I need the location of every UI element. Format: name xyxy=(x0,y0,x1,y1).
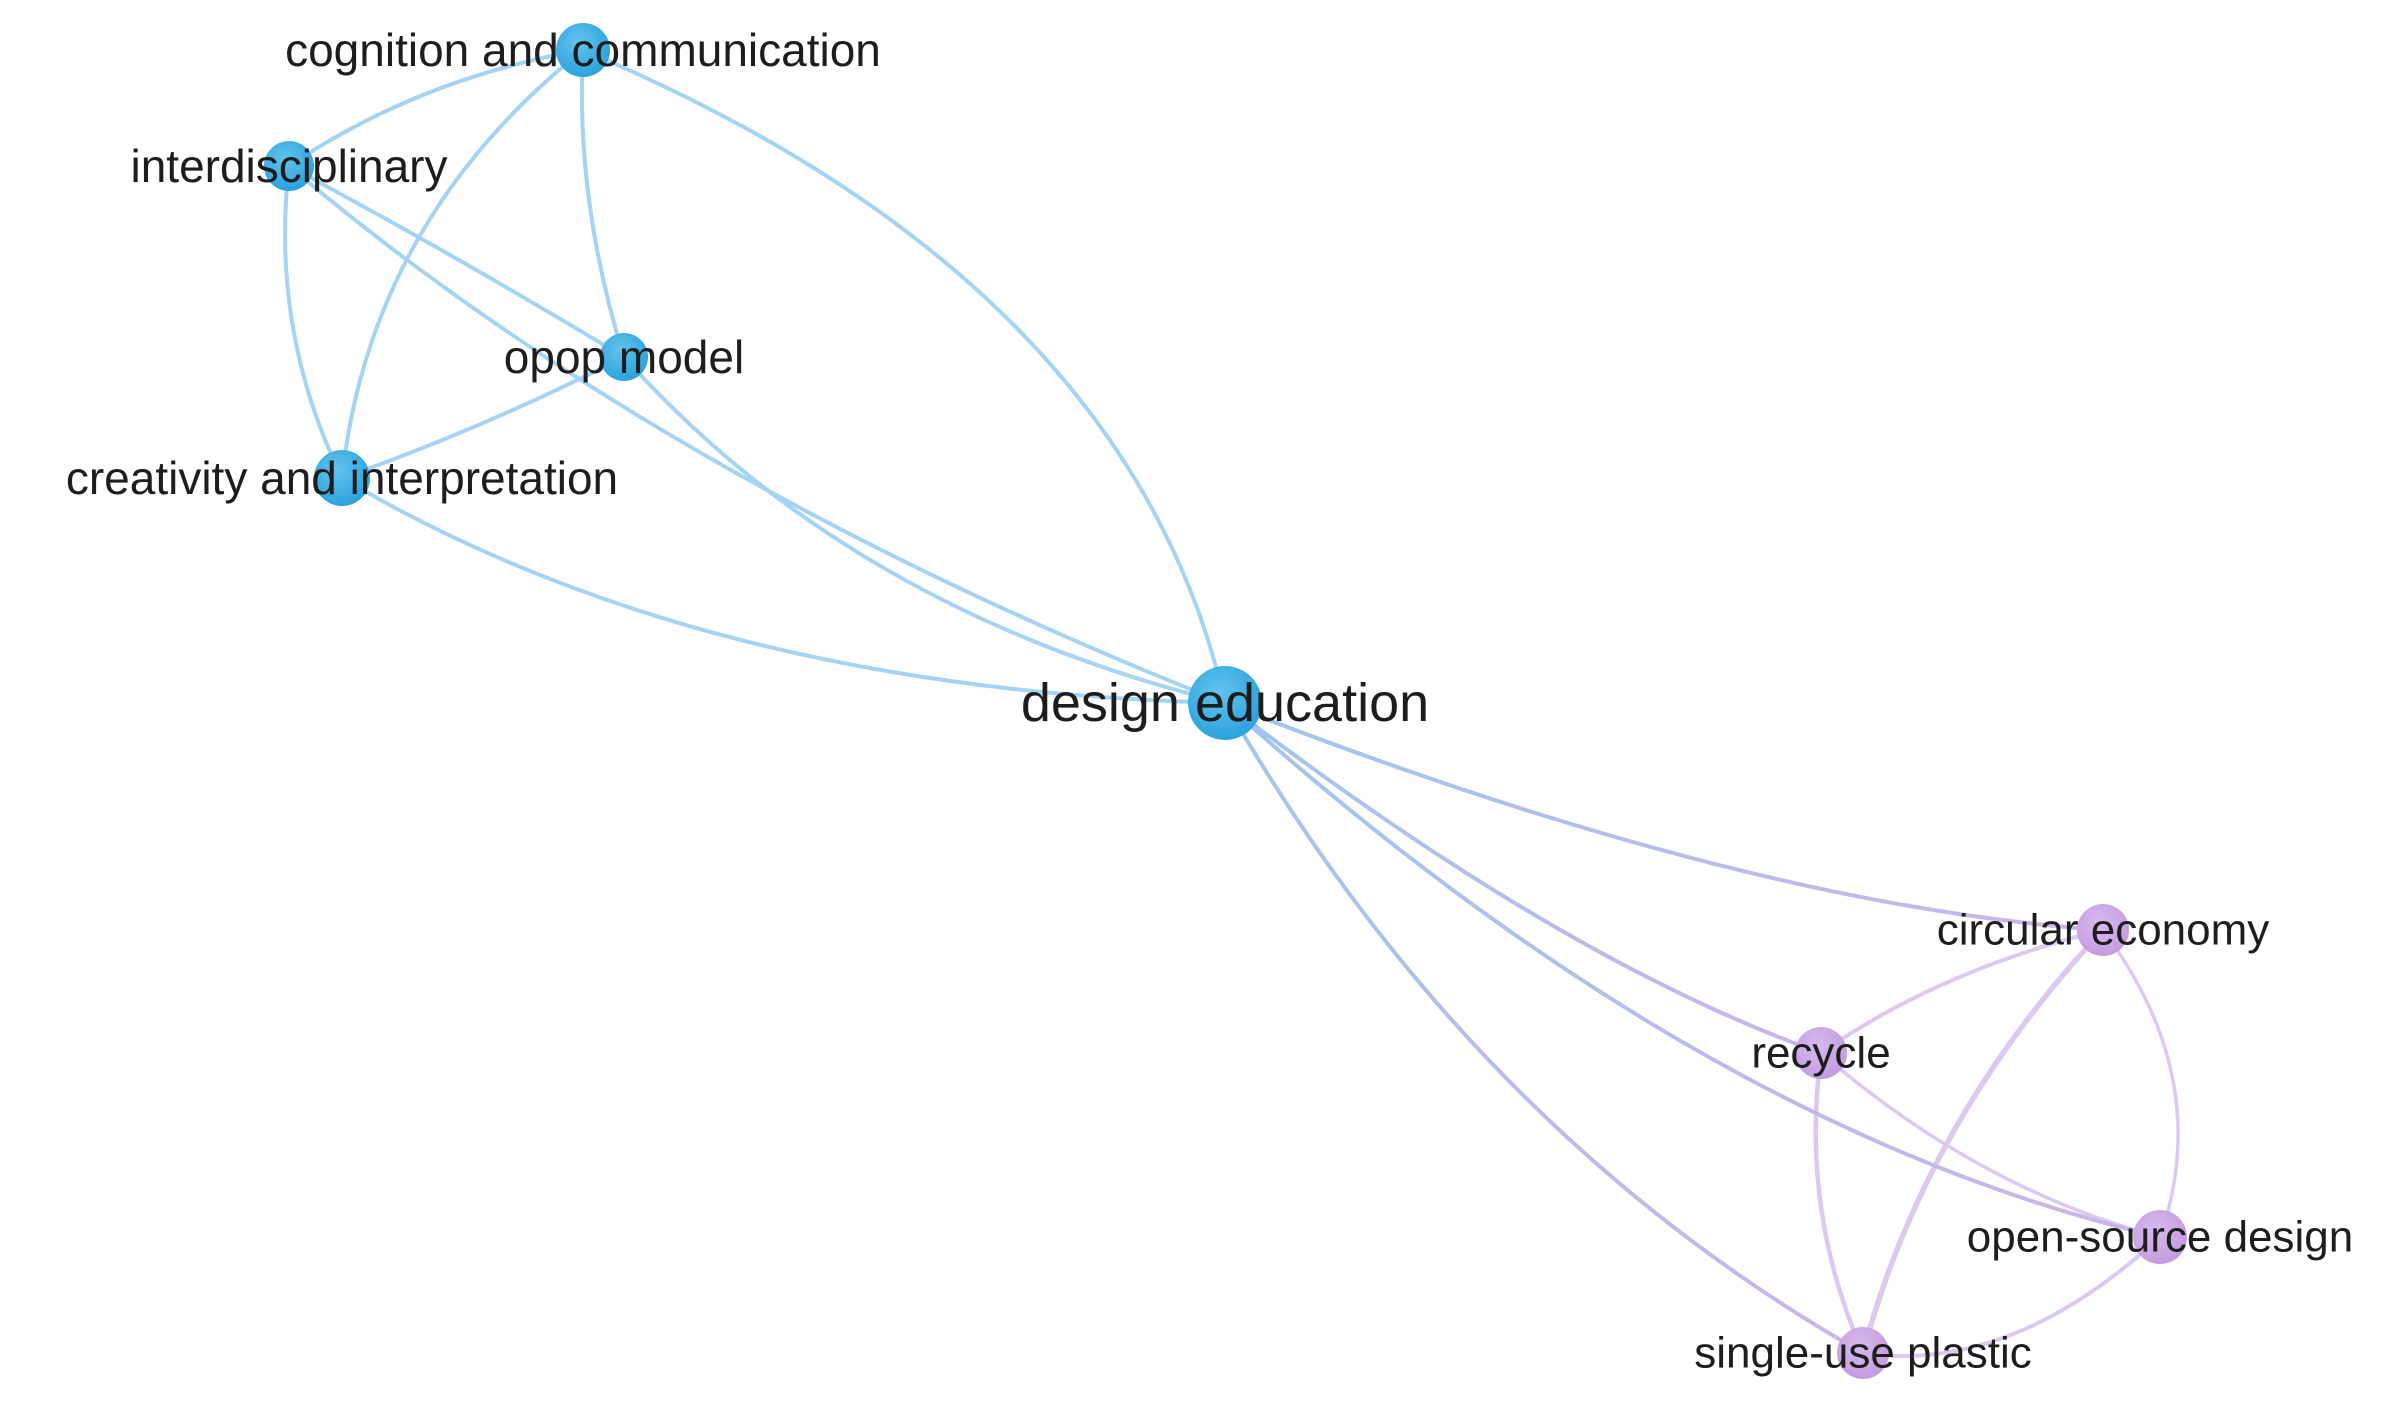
edge-design-education--circular-economy xyxy=(1223,701,2105,932)
edge-opop-model--creativity-and-interpretation xyxy=(340,355,626,480)
edge-cognition-and-communication--opop-model xyxy=(579,48,626,359)
node-creativity-and-interpretation[interactable] xyxy=(314,450,370,506)
edge-circular-economy--single-use-plastic xyxy=(1860,927,2106,1356)
node-opop-model[interactable] xyxy=(600,333,648,381)
edge-layer xyxy=(283,48,2180,1358)
node-interdisciplinary[interactable] xyxy=(264,141,314,191)
node-label-opop-model[interactable]: opop model xyxy=(504,331,744,383)
node-cognition-and-communication[interactable] xyxy=(556,23,610,77)
node-label-recycle[interactable]: recycle xyxy=(1751,1029,1890,1078)
edge-cognition-and-communication--interdisciplinary xyxy=(287,48,585,168)
node-label-creativity-and-interpretation[interactable]: creativity and interpretation xyxy=(66,452,618,504)
edge-cognition-and-communication--creativity-and-interpretation xyxy=(340,48,585,480)
node-label-single-use-plastic[interactable]: single-use plastic xyxy=(1694,1329,2032,1378)
node-label-cognition-and-communication[interactable]: cognition and communication xyxy=(285,24,881,76)
edge-interdisciplinary--design-education xyxy=(287,164,1227,705)
node-design-education[interactable] xyxy=(1188,666,1262,740)
node-recycle[interactable] xyxy=(1795,1027,1847,1079)
node-label-interdisciplinary[interactable]: interdisciplinary xyxy=(130,140,447,192)
edge-design-education--open-source-design xyxy=(1223,701,2162,1239)
edge-cognition-and-communication--design-education xyxy=(581,48,1227,705)
node-label-design-education[interactable]: design education xyxy=(1021,673,1429,733)
label-layer: cognition and communication interdiscipli… xyxy=(66,24,2353,1378)
edge-circular-economy--recycle xyxy=(1819,928,2105,1055)
node-open-source-design[interactable] xyxy=(2133,1210,2187,1264)
edge-recycle--single-use-plastic xyxy=(1813,1050,1866,1356)
node-single-use-plastic[interactable] xyxy=(1837,1327,1889,1379)
edge-open-source-design--single-use-plastic xyxy=(1861,1235,2162,1358)
node-layer xyxy=(264,23,2187,1379)
edge-circular-economy--open-source-design xyxy=(2101,928,2180,1239)
edge-interdisciplinary--creativity-and-interpretation xyxy=(283,164,344,480)
edge-recycle--open-source-design xyxy=(1819,1051,2162,1239)
edge-interdisciplinary--opop-model xyxy=(287,164,626,359)
edge-opop-model--design-education xyxy=(622,355,1227,705)
edge-creativity-and-interpretation--design-education xyxy=(340,476,1227,705)
edge-design-education--single-use-plastic xyxy=(1223,701,1865,1355)
node-circular-economy[interactable] xyxy=(2077,904,2129,956)
node-label-circular-economy[interactable]: circular economy xyxy=(1937,906,2270,955)
node-label-open-source-design[interactable]: open-source design xyxy=(1967,1213,2353,1262)
edge-design-education--recycle xyxy=(1223,701,1823,1055)
